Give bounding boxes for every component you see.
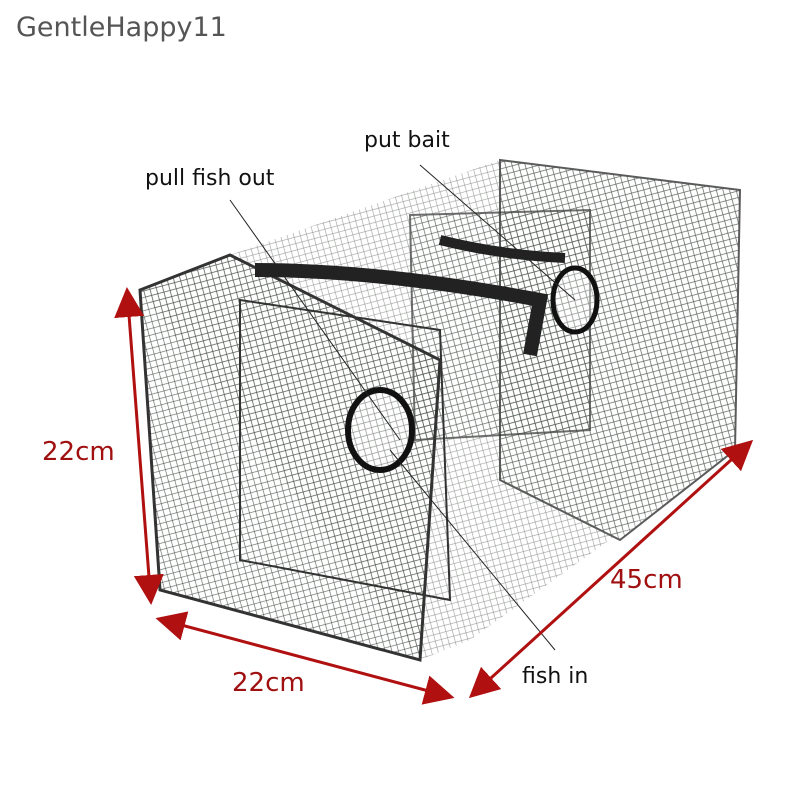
dimension-height: 22cm — [42, 437, 115, 467]
dimension-length: 45cm — [610, 565, 683, 595]
dimension-width: 22cm — [232, 668, 305, 698]
label-put-bait: put bait — [364, 128, 450, 153]
dimension-arrows — [114, 287, 754, 705]
label-pull-fish-out: pull fish out — [145, 166, 275, 191]
watermark: GentleHappy11 — [16, 12, 227, 43]
label-fish-in: fish in — [522, 664, 589, 689]
